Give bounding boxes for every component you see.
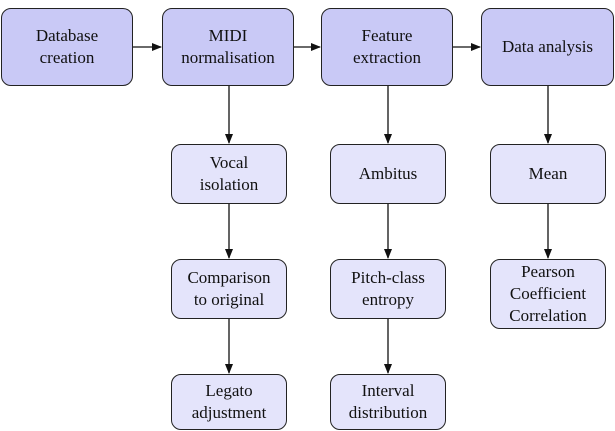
node-midi-normalisation: MIDI normalisation bbox=[162, 8, 294, 86]
node-comparison-to-original: Comparison to original bbox=[171, 259, 287, 319]
node-legato-adjustment: Legato adjustment bbox=[171, 374, 287, 430]
node-database-creation: Database creation bbox=[1, 8, 133, 86]
node-vocal-isolation: Vocal isolation bbox=[171, 144, 287, 204]
node-interval-distribution: Interval distribution bbox=[330, 374, 446, 430]
node-feature-extraction: Feature extraction bbox=[321, 8, 453, 86]
node-pitch-class-entropy: Pitch-class entropy bbox=[330, 259, 446, 319]
node-data-analysis: Data analysis bbox=[481, 8, 614, 86]
node-mean: Mean bbox=[490, 144, 606, 204]
node-ambitus: Ambitus bbox=[330, 144, 446, 204]
node-pearson-coefficient-correlation: Pearson Coefficient Correlation bbox=[490, 259, 606, 329]
